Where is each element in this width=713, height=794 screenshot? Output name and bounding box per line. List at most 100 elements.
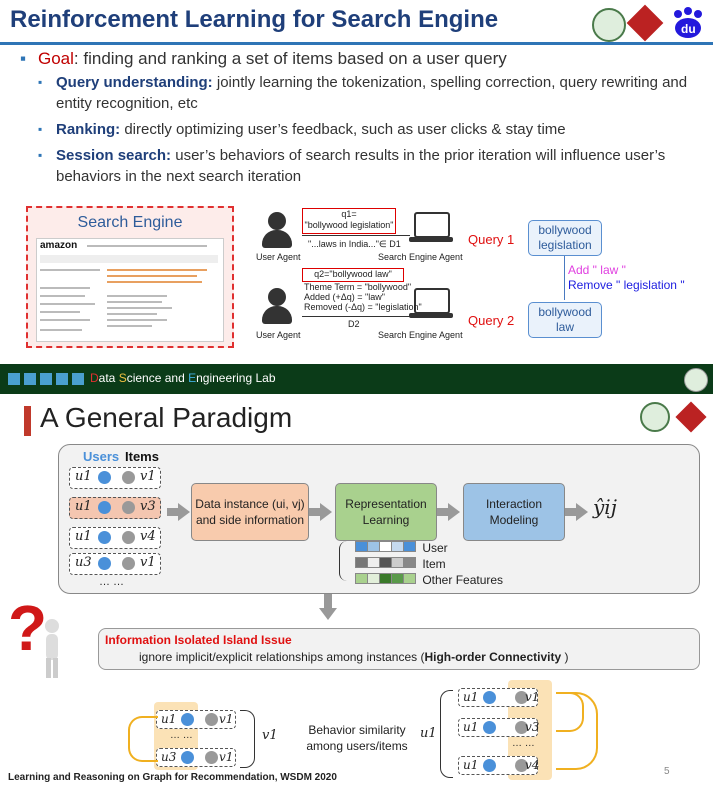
- university-seal-logo: [640, 402, 670, 432]
- lab-name: Data Science and Engineering Lab: [90, 371, 276, 385]
- goal-label: Goal: [38, 49, 74, 68]
- user-dot: [483, 721, 496, 734]
- bullet-session-search: Session search: user’s behaviors of sear…: [20, 145, 705, 187]
- remove-legislation-text: Remove " legislation ": [568, 278, 685, 292]
- prediction-output: ŷij: [593, 495, 617, 519]
- issue-text: ignore implicit/explicit relationships a…: [139, 650, 425, 664]
- right-arrow-icon: [576, 503, 588, 521]
- bullet-keyword: Session search:: [56, 147, 172, 164]
- item-label: v3: [140, 499, 156, 514]
- bullet-keyword: Query understanding:: [56, 74, 213, 91]
- feature-other-label: Other Features: [422, 573, 504, 587]
- add-law-text: Add " law ": [568, 263, 626, 277]
- q1-value: "bollywood legislation": [304, 220, 394, 230]
- arrow-shaft: [167, 508, 179, 516]
- issue-box: Information Isolated Island Issue ignore…: [98, 628, 700, 670]
- similarity-arc: [556, 692, 598, 770]
- user-agent-label: User Agent: [256, 330, 301, 340]
- feature-item-label: Item: [422, 557, 446, 571]
- bullet-list: Goal: finding and ranking a set of items…: [20, 48, 705, 192]
- user-label: u3: [75, 555, 92, 570]
- feature-other-row: Other Features: [355, 573, 503, 587]
- ellipsis: … …: [99, 576, 125, 588]
- ellipsis: … …: [512, 738, 535, 749]
- right-arrow-icon: [178, 503, 190, 521]
- user-dot: [181, 751, 194, 764]
- footer-text: ngineering Lab: [196, 371, 276, 385]
- bullet-text: jointly learning the tokenization, spell…: [56, 74, 688, 112]
- search-engine-agent-icon: [414, 212, 450, 238]
- user-label: u1: [75, 469, 92, 484]
- baidu-paw-logo: du: [668, 6, 708, 40]
- instance-row: u3 v1: [156, 748, 236, 767]
- item-label: v3: [525, 720, 540, 734]
- right-brace: [240, 710, 255, 768]
- issue-description: ignore implicit/explicit relationships a…: [139, 650, 569, 664]
- user-label: u1: [463, 690, 479, 704]
- item-dot: [205, 751, 218, 764]
- bullet-text: directly optimizing user’s feedback, suc…: [120, 121, 566, 138]
- arrow-shaft: [437, 508, 449, 516]
- page-number: 5: [664, 766, 670, 777]
- question-figure-icon: ?: [8, 592, 68, 680]
- title-rule: [0, 42, 713, 45]
- item-dot: [122, 501, 135, 514]
- user-dot: [98, 531, 111, 544]
- svg-text:du: du: [681, 22, 696, 36]
- query-2-box: bollywood law: [528, 302, 602, 338]
- down-arrow-icon: [319, 608, 337, 620]
- user-label: u1: [161, 712, 177, 726]
- footer-stripe: [8, 373, 88, 385]
- item-dot: [122, 531, 135, 544]
- item-label: v1: [219, 750, 234, 764]
- user-agent-label: User Agent: [256, 252, 301, 262]
- user-label: u3: [161, 750, 177, 764]
- issue-bold: High-order Connectivity: [424, 650, 562, 664]
- brace-user-label: u1: [420, 726, 437, 741]
- footer-e: E: [188, 371, 197, 385]
- item-dot: [122, 557, 135, 570]
- issue-title: Information Isolated Island Issue: [105, 633, 292, 647]
- search-engine-agent-label: Search Engine Agent: [378, 252, 463, 262]
- bullet-ranking: Ranking: directly optimizing user’s feed…: [20, 119, 705, 140]
- query-1-label: Query 1: [468, 232, 515, 247]
- feature-brace: [339, 541, 354, 581]
- user-agent-icon: [268, 288, 286, 306]
- right-arrow-icon: [320, 503, 332, 521]
- arrow-shaft: [324, 594, 332, 608]
- arrow-shaft: [565, 508, 577, 516]
- item-dot: [122, 471, 135, 484]
- query-1-box: q1="bollywood legislation": [302, 208, 396, 234]
- amazon-screenshot: amazon: [36, 238, 224, 342]
- items-header: Items: [125, 449, 159, 464]
- d2-label: D2: [348, 319, 360, 329]
- lab-footer: Data Science and Engineering Lab: [0, 364, 713, 394]
- user-dot: [483, 691, 496, 704]
- behavior-text: among users/items: [306, 739, 408, 753]
- polyu-logo: [626, 4, 664, 42]
- item-dot: [515, 691, 528, 704]
- footer-text: cience and: [126, 371, 189, 385]
- agent-diagram: User Agent Search Engine Agent q1="bolly…: [256, 206, 476, 366]
- bullet-keyword: Ranking:: [56, 121, 121, 138]
- user-label: u1: [75, 529, 92, 544]
- item-label: v1: [219, 712, 234, 726]
- d1-text: "...laws in India..."∈ D1: [308, 239, 401, 249]
- item-dot: [205, 713, 218, 726]
- university-seal-logo: [592, 8, 626, 42]
- query-2-box: q2="bollywood law": [302, 268, 404, 282]
- query-1-box: bollywood legislation: [528, 220, 602, 256]
- footer-s: S: [118, 371, 127, 385]
- down-arrow: [564, 256, 565, 300]
- theme-term: Theme Term = "bollywood": [304, 282, 412, 292]
- feature-user-label: User: [422, 541, 448, 555]
- query-change-text: Theme Term = "bollywood" Added (+Δq) = "…: [304, 282, 422, 312]
- user-dot: [181, 713, 194, 726]
